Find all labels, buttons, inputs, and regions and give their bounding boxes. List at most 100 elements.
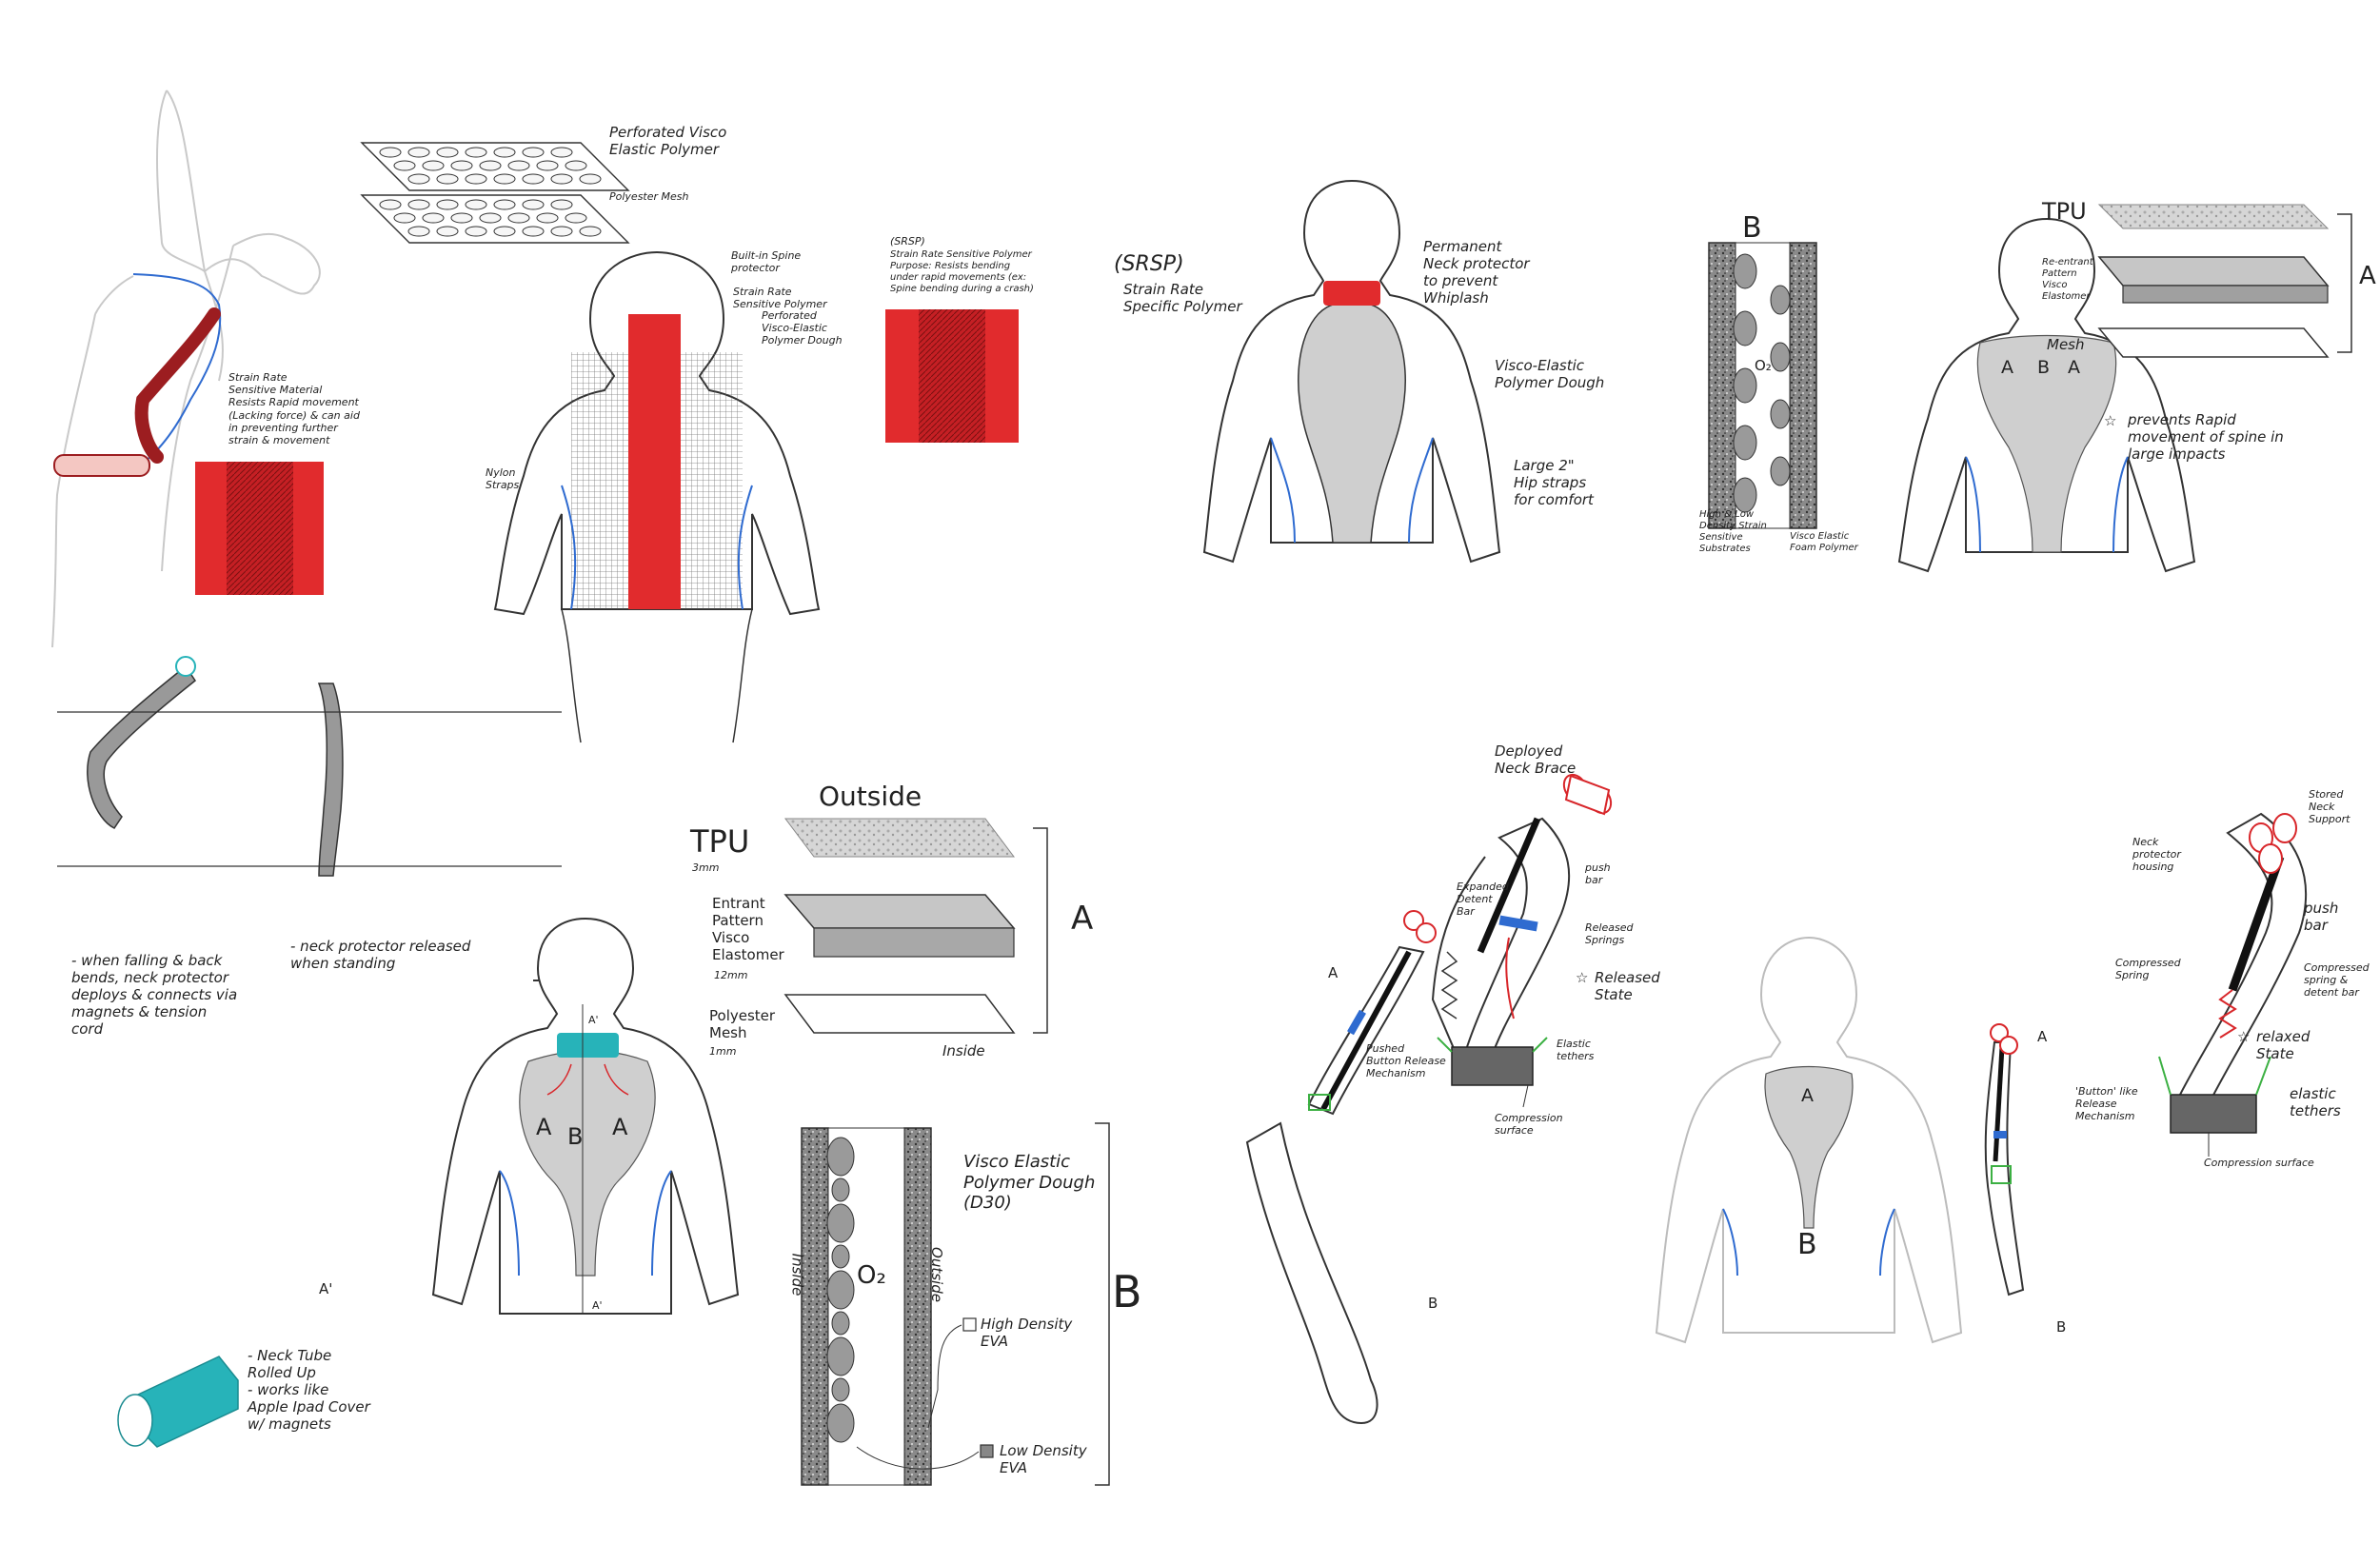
p5-b-label: B	[1428, 1295, 1438, 1312]
p3-a-label: A	[2359, 262, 2376, 290]
p6-a-label: A	[2037, 1028, 2048, 1045]
panel5-tube-b	[1245, 1121, 1378, 1425]
p6-compressed-detent: Compressed spring & detent bar	[2304, 961, 2370, 1000]
p6-compressed-spring: Compressed Spring	[2115, 957, 2181, 982]
panel6-spring	[2218, 989, 2237, 1039]
p4-a-prime2: A'	[588, 1014, 599, 1026]
p3-visco-foam: Visco Elastic Foam Polymer	[1790, 531, 1858, 553]
panel1-side-figure	[51, 89, 321, 648]
p6-stored: Stored Neck Support	[2309, 788, 2350, 826]
p1-perforated-label: Perforated Visco Elastic Polymer	[609, 124, 727, 158]
p1-polyester-label: Polyester Mesh	[609, 190, 689, 203]
p4-a-big: A	[1071, 900, 1094, 938]
perforation-hole	[507, 212, 530, 224]
p3-back-a2: A	[2068, 357, 2080, 378]
p4-high-density: High Density EVA	[981, 1316, 1073, 1350]
p6-back-a: A	[1801, 1085, 1814, 1106]
p3-high-low: High & Low Density Strain Sensitive Subs…	[1699, 509, 1767, 554]
panel3-left-strip	[1708, 242, 1736, 529]
p4-tube-note: - Neck Tube Rolled Up - works like Apple…	[248, 1347, 370, 1433]
panel6-base	[2170, 1094, 2257, 1134]
panel1-blue-strap	[132, 273, 222, 467]
perforation-hole	[436, 199, 459, 210]
p5-compression: Compression surface	[1495, 1112, 1563, 1138]
p4-tpu-mm: 3mm	[692, 861, 720, 874]
panel4-left-strip	[801, 1127, 829, 1486]
p5-a-label: A	[1328, 964, 1339, 981]
perforation-hole	[550, 199, 573, 210]
p1-strain-rate-note: Strain Rate Sensitive Material Resists R…	[228, 371, 360, 446]
p2-neck: Permanent Neck protector to prevent Whip…	[1423, 238, 1530, 307]
p6-back-b: B	[1797, 1228, 1817, 1261]
p2-srsp-full: Strain Rate Specific Polymer	[1123, 281, 1242, 315]
panel4-low-density-swatch	[980, 1444, 994, 1458]
panel4-tpu-layer	[784, 818, 1015, 858]
perforation-hole	[493, 173, 516, 185]
perforation-hole	[550, 226, 573, 237]
panel5-housing	[1459, 817, 1571, 1068]
perforation-hole	[493, 226, 516, 237]
perforation-hole	[522, 226, 545, 237]
p3-back-a: A	[2001, 357, 2013, 378]
p3-note: prevents Rapid movement of spine in larg…	[2128, 411, 2284, 463]
p6-compression: Compression surface	[2204, 1157, 2314, 1169]
p6-button: 'Button' like Release Mechanism	[2075, 1085, 2138, 1123]
panel3-tpu-layer	[2097, 204, 2330, 229]
panel1-red-spine-strip	[628, 314, 681, 609]
p5-push-bar: push bar	[1585, 861, 1611, 887]
perforation-hole	[422, 212, 445, 224]
p4-visco-dough: Visco Elastic Polymer Dough (D30)	[963, 1152, 1096, 1214]
panel4-gray-panel	[519, 1050, 656, 1277]
p3-tpu: TPU	[2042, 198, 2087, 225]
p6-housing: Neck protector housing	[2132, 836, 2181, 874]
p4-a-prime: A'	[319, 1280, 333, 1297]
perforation-hole	[407, 147, 430, 158]
p5-elastic: Elastic tethers	[1557, 1038, 1595, 1063]
p4-entrant-mm: 12mm	[714, 969, 748, 981]
perforation-hole	[422, 160, 445, 171]
panel5-base	[1451, 1046, 1534, 1086]
perforation-hole	[536, 212, 559, 224]
p3-back-b: B	[2037, 357, 2051, 378]
p4-entrant: Entrant Pattern Visco Elastomer	[712, 895, 784, 963]
perforation-hole	[379, 147, 402, 158]
panel4-teal-collar	[557, 1033, 619, 1058]
p2-dough: Visco-Elastic Polymer Dough	[1495, 357, 1605, 391]
panel4-straight-tube	[317, 683, 344, 877]
p3-o2: O₂	[1755, 357, 1772, 374]
p4-o2: O₂	[857, 1261, 886, 1290]
p4-back-a2: A	[612, 1114, 628, 1140]
panel5-spring	[1440, 951, 1458, 1019]
p5-expanded: Expanded Detent Bar	[1457, 881, 1509, 919]
perforation-hole	[522, 199, 545, 210]
perforation-hole	[579, 226, 602, 237]
perforation-hole	[450, 160, 473, 171]
p1-srsp-title: (SRSP)	[890, 235, 925, 247]
p2-straps: Large 2" Hip straps for comfort	[1514, 457, 1594, 508]
p4-released-note: - neck protector released when standing	[290, 938, 471, 972]
p4-back-a: A	[536, 1114, 552, 1140]
perforation-hole	[465, 199, 487, 210]
perforation-hole	[436, 147, 459, 158]
p4-back-b: B	[567, 1123, 584, 1150]
panel4-mesh-layer	[783, 994, 1016, 1034]
panel3-gray-panel	[1976, 334, 2117, 553]
panel3-bumps	[1733, 253, 1791, 513]
perforation-hole	[550, 147, 573, 158]
panel3-right-strip	[1789, 242, 1817, 529]
perforation-hole	[565, 212, 587, 224]
perforation-hole	[379, 199, 402, 210]
p6-b-label: B	[2056, 1318, 2067, 1336]
perforation-hole	[393, 160, 416, 171]
p5-released-springs: Released Springs	[1585, 921, 1634, 947]
panel6-gray-panel	[1764, 1065, 1854, 1229]
panel2-red-collar	[1323, 281, 1380, 306]
p1-perforated-dough: Perforated Visco-Elastic Polymer Dough	[762, 309, 843, 347]
p4-outside: Outside	[819, 781, 922, 812]
p6-relaxed: relaxed State	[2256, 1028, 2311, 1062]
panel6-tube-a	[1984, 1041, 2025, 1297]
p5-deployed: Deployed Neck Brace	[1495, 742, 1577, 777]
panel4-teal-ring	[175, 656, 196, 677]
